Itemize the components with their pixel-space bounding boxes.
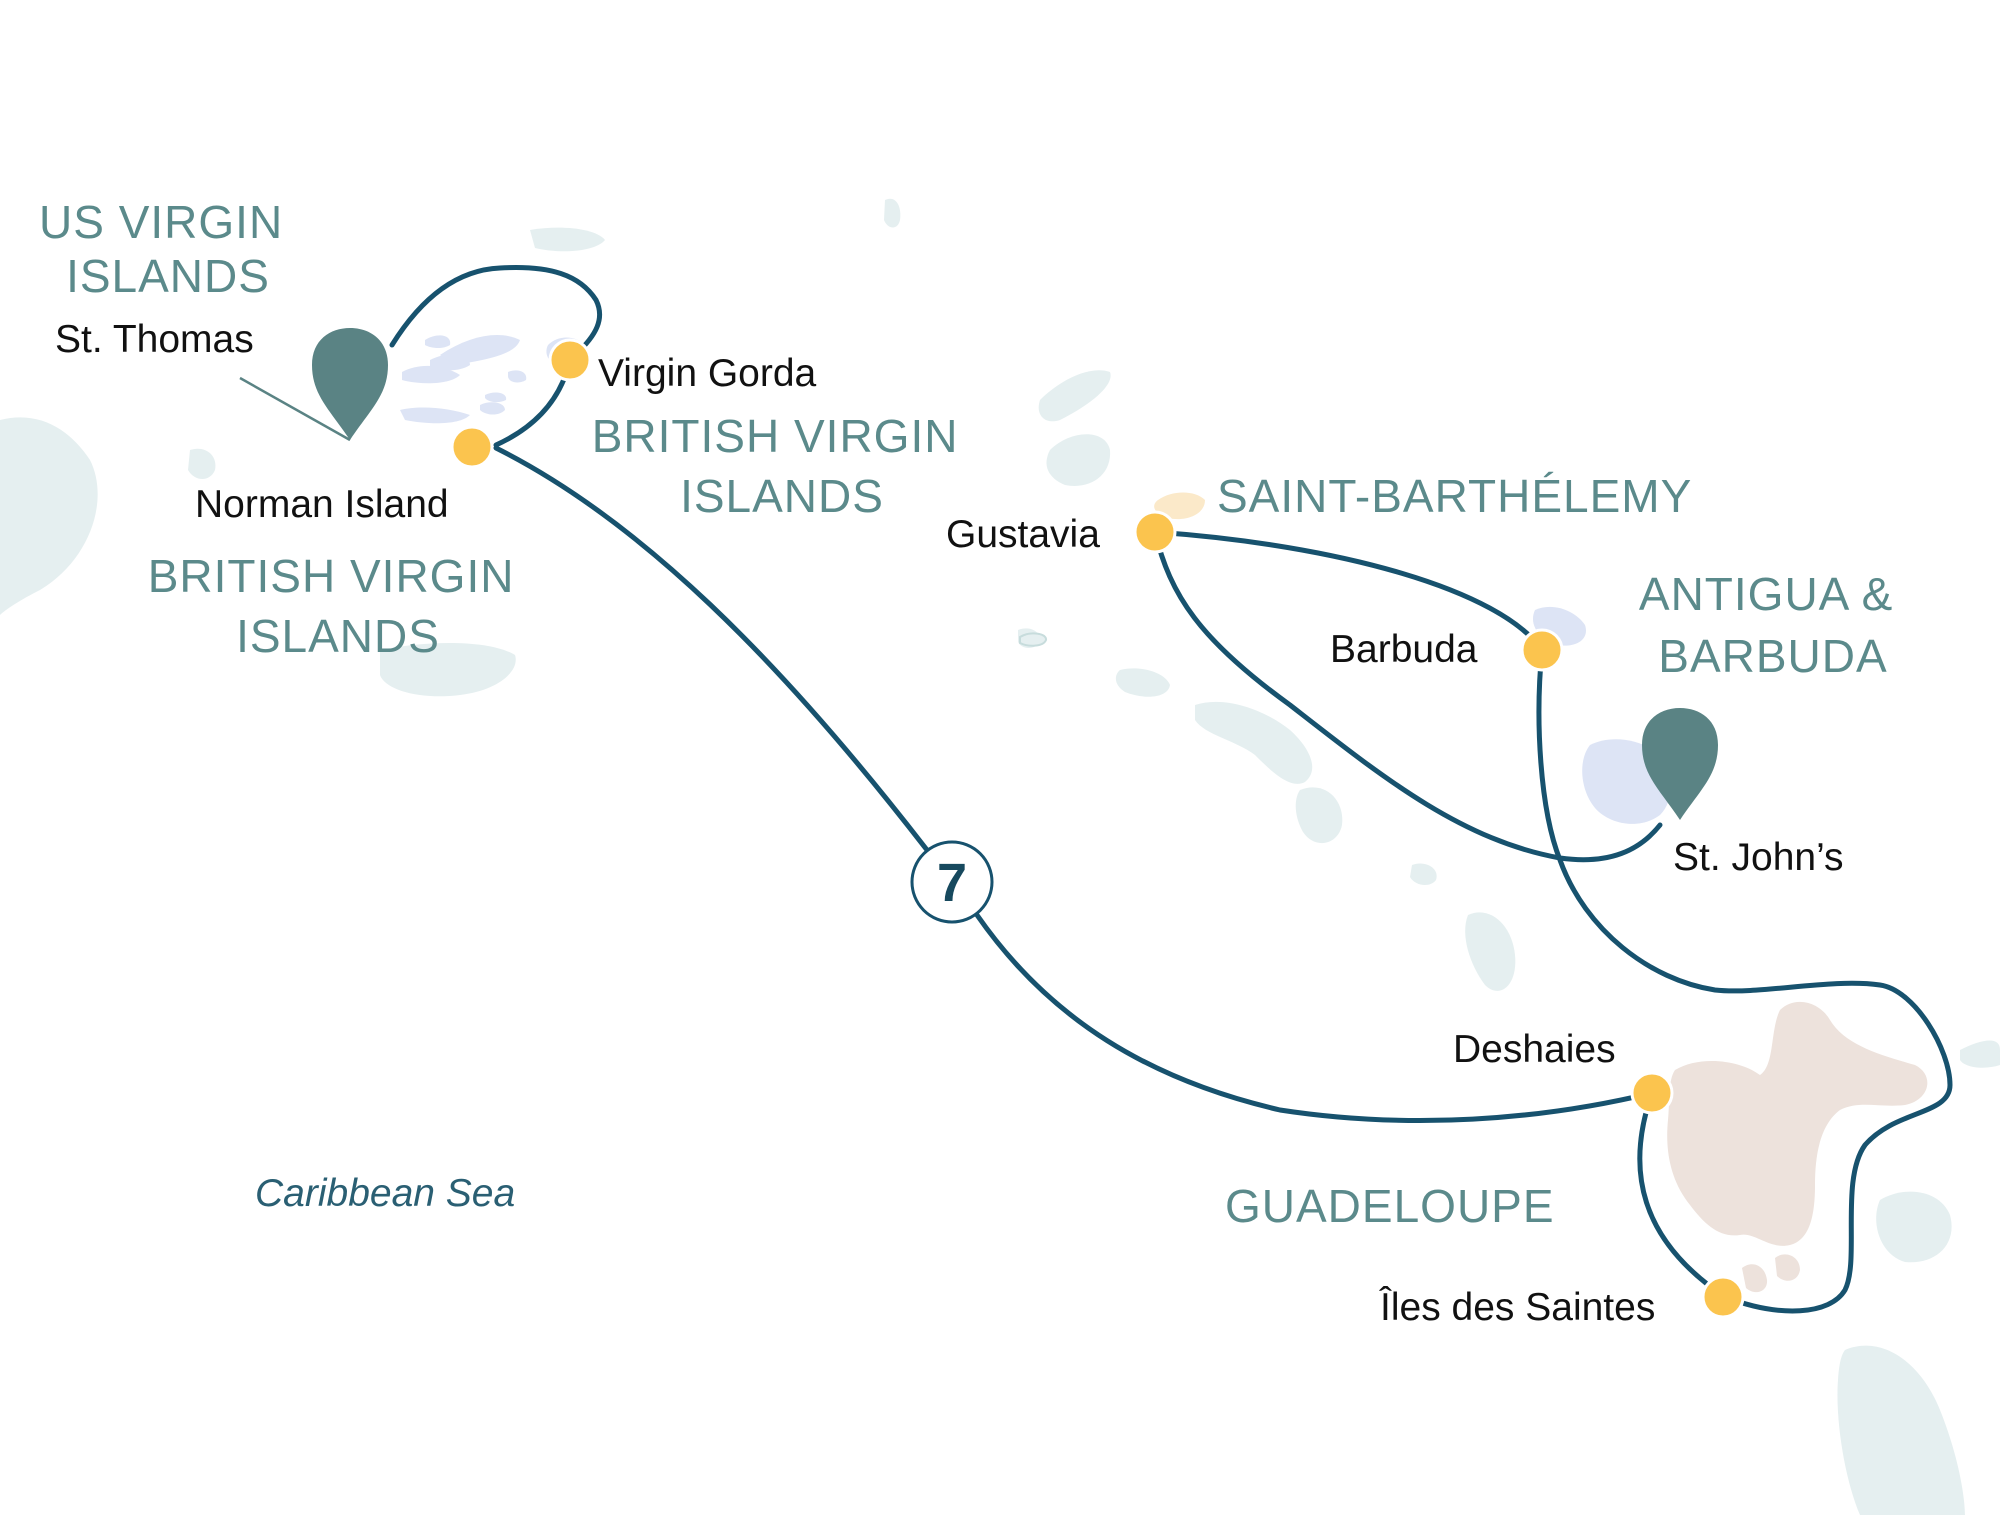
region-antigua-barbuda: ANTIGUA & BARBUDA — [1639, 568, 1907, 682]
region-guadeloupe: GUADELOUPE — [1225, 1180, 1555, 1232]
land-jost-van-dyke — [425, 335, 451, 349]
route-barbuda-to-gustavia — [1152, 529, 1545, 653]
region-british-virgin-islands-east: BRITISH VIRGIN ISLANDS — [592, 410, 973, 522]
land-desirade — [1960, 1040, 2000, 1068]
port-dot-iles-des-saintes[interactable] — [1701, 1275, 1745, 1319]
land-redonda — [1410, 863, 1437, 886]
land-les-saintes — [1742, 1254, 1800, 1293]
route-gustavia-to-st-johns — [1152, 529, 1663, 863]
port-label-norman-island[interactable]: Norman Island — [195, 483, 449, 526]
map-pin-icon — [312, 328, 388, 440]
land-anguilla — [1038, 370, 1111, 422]
port-dot-barbuda[interactable] — [1520, 628, 1564, 672]
port-label-st-johns[interactable]: St. John’s — [1673, 836, 1844, 879]
route-7-badge-to-deshaies — [974, 912, 1655, 1124]
duration-badge-ring — [910, 840, 994, 924]
land-statia — [1115, 668, 1170, 697]
land-st-martin — [1046, 434, 1111, 486]
port-label-gustavia[interactable]: Gustavia — [946, 513, 1100, 556]
disembark-pin-st-johns[interactable] — [1642, 708, 1718, 820]
port-dot-gustavia[interactable] — [1133, 510, 1177, 554]
land-puerto-rico — [0, 417, 98, 615]
land-small-cays — [400, 392, 507, 424]
embark-pin-st-thomas[interactable] — [239, 328, 388, 442]
sea-label-caribbean: Caribbean Sea — [255, 1172, 515, 1215]
map-pin-icon — [1642, 708, 1718, 820]
port-dot-deshaies[interactable] — [1630, 1071, 1674, 1115]
port-dot-virgin-gorda[interactable] — [548, 338, 592, 382]
port-dots — [450, 338, 1745, 1319]
land-st-croix — [380, 643, 516, 697]
land-aves-reef — [1019, 632, 1047, 647]
land-st-kitts-nevis — [1195, 701, 1313, 784]
land-montserrat — [1465, 912, 1516, 991]
port-labels: St. Thomas Virgin Gorda Norman Island Gu… — [55, 318, 1844, 1329]
port-label-iles-des-saintes[interactable]: Îles des Saintes — [1379, 1286, 1655, 1329]
duration-badge: 7 — [910, 840, 994, 924]
land-marie-galante — [1876, 1191, 1952, 1263]
land-masses — [0, 198, 2000, 1515]
region-british-virgin-islands-west: BRITISH VIRGIN ISLANDS — [148, 550, 529, 662]
land-tortola — [440, 335, 520, 365]
region-labels: US VIRGIN ISLANDS BRITISH VIRGIN ISLANDS… — [39, 196, 1907, 1232]
land-dominica — [1837, 1345, 1965, 1515]
port-label-virgin-gorda[interactable]: Virgin Gorda — [598, 352, 817, 395]
route-deshaies-to-iles-des-saintes — [1637, 1090, 1728, 1300]
region-us-virgin-islands: US VIRGIN ISLANDS — [39, 196, 297, 302]
land-sombrero — [884, 198, 901, 228]
route-st-thomas-to-virgin-gorda — [389, 265, 603, 358]
land-st-barth — [1154, 492, 1205, 520]
land-peter-island — [508, 370, 527, 383]
port-label-deshaies[interactable]: Deshaies — [1453, 1028, 1616, 1071]
land-culebra — [188, 448, 216, 479]
region-saint-barthelemy: SAINT-BARTHÉLEMY — [1217, 470, 1692, 522]
st-thomas-leader-line — [239, 376, 351, 442]
land-anegada — [530, 227, 605, 252]
land-nevis — [1295, 787, 1343, 844]
route-norman-island-to-7-badge — [493, 445, 930, 853]
duration-badge-number: 7 — [937, 853, 967, 913]
port-dot-norman-island[interactable] — [450, 425, 494, 469]
port-label-st-thomas[interactable]: St. Thomas — [55, 318, 254, 361]
port-label-barbuda[interactable]: Barbuda — [1330, 628, 1478, 671]
land-guadeloupe — [1667, 1001, 1928, 1246]
